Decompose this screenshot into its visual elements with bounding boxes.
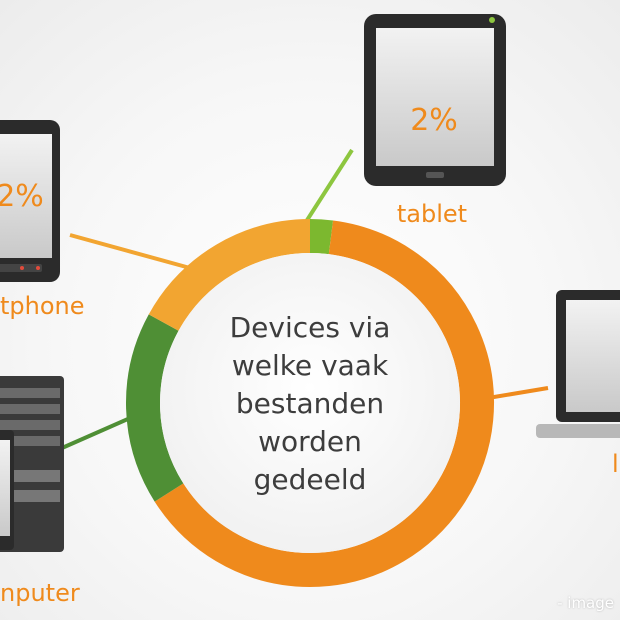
- smartphone-percent-label: 2%: [0, 179, 44, 214]
- center-label: Devices via welke vaak bestanden worden gede…: [230, 311, 391, 496]
- donut-ring: [126, 219, 494, 587]
- tablet-icon: [364, 14, 506, 186]
- watermark: - image: [557, 594, 614, 612]
- donut-center: [160, 253, 460, 553]
- leader-line-laptop: [487, 386, 549, 400]
- laptop-label: l: [612, 450, 619, 478]
- center-label-line: worden: [258, 425, 362, 458]
- donut-slice-laptop: [154, 220, 494, 587]
- center-label-line: Devices via: [230, 311, 391, 344]
- computer-icon: [0, 376, 64, 552]
- tablet-percent-label: 2%: [410, 103, 458, 138]
- leader-line-tablet: [300, 148, 354, 230]
- smartphone-label: tphone: [0, 292, 85, 320]
- donut-slice-computer: [126, 314, 184, 502]
- leader-line-computer: [61, 416, 131, 450]
- laptop-icon: [536, 290, 620, 438]
- computer-label: nputer: [0, 579, 80, 607]
- smartphone-icon: [0, 120, 60, 282]
- leader-line-smartphone: [69, 233, 191, 270]
- center-label-line: gedeeld: [254, 463, 367, 496]
- center-label-line: welke vaak: [232, 349, 389, 382]
- donut-slice-tablet: [309, 219, 334, 255]
- center-label-line: bestanden: [236, 387, 384, 420]
- donut-slice-smartphone: [148, 219, 311, 332]
- tablet-label: tablet: [397, 200, 467, 228]
